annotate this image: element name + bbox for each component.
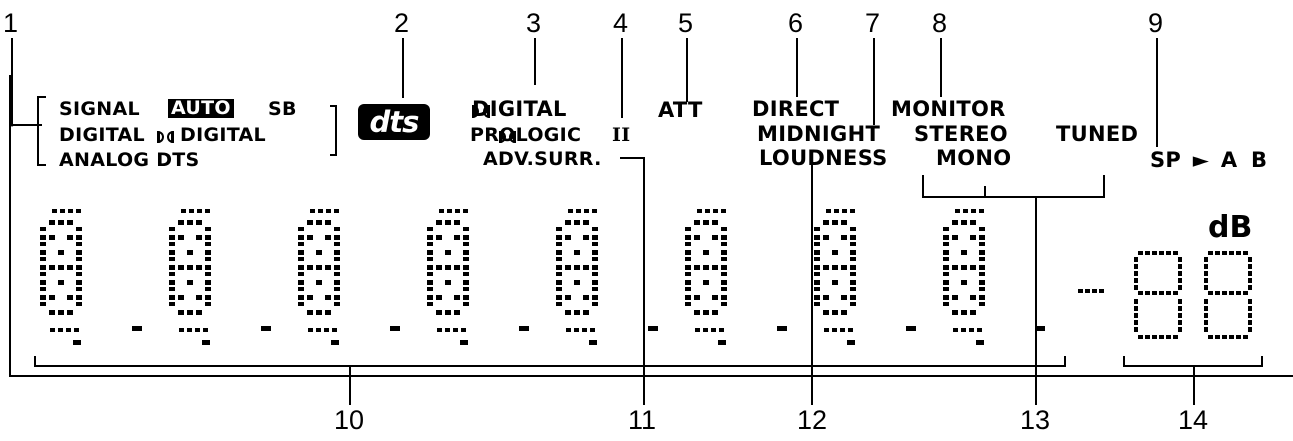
sb-indicator: SB: [268, 98, 297, 120]
prologic-indicator: PROLOGIC: [470, 124, 582, 146]
direct-indicator: DIRECT: [752, 97, 840, 121]
tuned-indicator: TUNED: [1056, 122, 1139, 146]
play-arrow-icon: ►: [1192, 148, 1210, 172]
digits-bracket: [34, 356, 1066, 367]
callout-14: 14: [1178, 405, 1209, 435]
prologic-ii-indicator: II: [612, 124, 631, 146]
callout-13: 13: [1020, 405, 1051, 435]
db-digit: [1204, 251, 1252, 339]
db-digits-bracket: [1123, 356, 1263, 367]
mono-indicator: MONO: [936, 146, 1012, 170]
callout-11: 11: [628, 405, 657, 435]
dot-matrix-char: [169, 209, 271, 345]
speaker-a-label: A: [1220, 148, 1238, 172]
loudness-indicator: LOUDNESS: [759, 146, 888, 170]
stereo-indicator: STEREO: [914, 122, 1008, 146]
dot-matrix-char: [40, 209, 142, 345]
dolby-double-d-icon: [157, 131, 174, 143]
dolby-double-d-icon: [498, 131, 516, 143]
dts-logo: dts: [358, 104, 430, 140]
sp-label: SP: [1150, 148, 1182, 172]
dot-matrix-digits: [40, 209, 1252, 345]
monitor-indicator: MONITOR: [891, 97, 1006, 121]
speaker-b-label: B: [1251, 148, 1268, 172]
callout-10: 10: [334, 405, 365, 435]
minus-sign-segment: [1078, 289, 1104, 293]
dolby-digital-indicator: DIGITAL: [472, 97, 567, 121]
auto-indicator: AUTO: [168, 99, 234, 118]
callout-12: 12: [797, 405, 828, 435]
callout-2: 2: [394, 8, 410, 38]
callout-3: 3: [526, 8, 542, 38]
att-indicator: ATT: [658, 98, 703, 122]
speaker-indicator: SP ► A B: [1150, 150, 1267, 171]
dot-matrix-char: [685, 209, 787, 345]
analog-dts-indicator: ANALOG DTS: [59, 149, 200, 171]
dolby-digital-input-indicator: DIGITAL: [180, 124, 266, 146]
callout-4: 4: [613, 8, 629, 38]
leader-line-11: [620, 157, 645, 405]
callout-8: 8: [932, 8, 948, 38]
dolby-double-d-icon: [472, 105, 491, 118]
midnight-indicator: MIDNIGHT: [757, 122, 881, 146]
callout-7: 7: [865, 8, 881, 38]
db-unit-label: dB: [1208, 210, 1253, 245]
callout-9: 9: [1148, 8, 1164, 38]
display-frame: [9, 75, 1293, 377]
input-group-bracket-right: [330, 105, 337, 156]
dot-matrix-char: [427, 209, 529, 345]
adv-surr-indicator: ADV.SURR.: [483, 148, 602, 170]
mono-tuned-bracket: [922, 175, 1105, 198]
signal-indicator: SIGNAL: [59, 98, 140, 120]
dot-matrix-char: [814, 209, 916, 345]
callout-1: 1: [3, 8, 19, 38]
digital-indicator: DIGITAL: [59, 124, 145, 146]
callout-6: 6: [788, 8, 804, 38]
dot-matrix-char: [298, 209, 400, 345]
input-group-bracket-left: [37, 96, 46, 166]
callout-5: 5: [678, 8, 694, 38]
db-digit: [1134, 251, 1182, 339]
dot-matrix-char: [556, 209, 658, 345]
dot-matrix-char: [943, 209, 1045, 345]
